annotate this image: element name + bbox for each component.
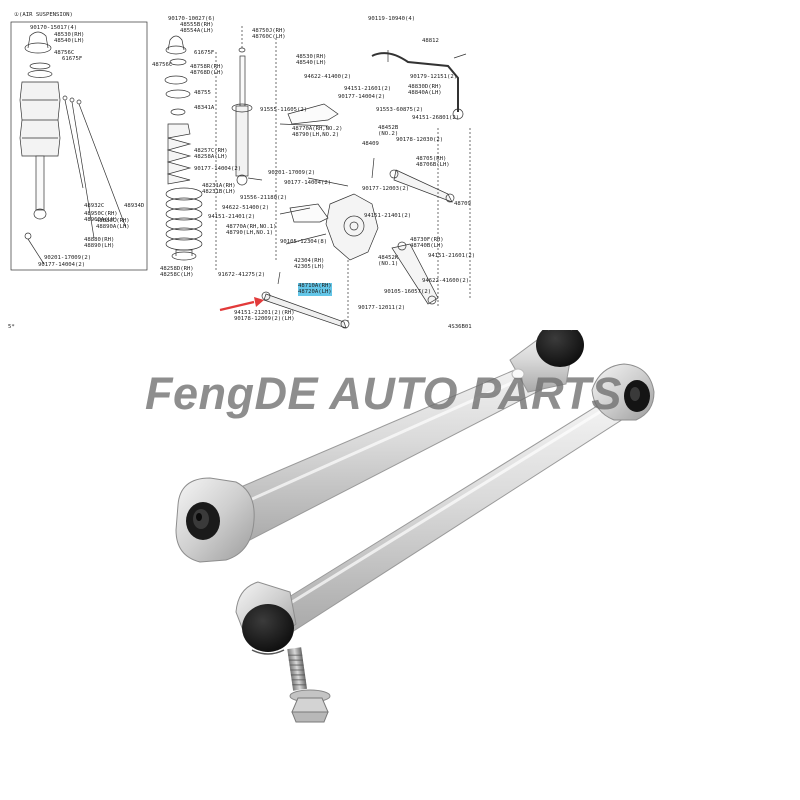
part-label: 48756C — [54, 50, 75, 56]
diagram-header: ①(AIR SUSPENSION) — [14, 12, 73, 18]
part-label: 48452K (NO.1) — [378, 255, 399, 268]
part-label: 94151-21601(2) — [344, 86, 392, 92]
part-label: 48555B(RH) 48554A(LH) — [180, 22, 214, 35]
part-label: 94151-21601(2) — [428, 253, 476, 259]
part-label: 48934D — [124, 203, 145, 209]
part-label: 90177-14004(2) — [38, 262, 86, 268]
part-label: 48756C — [152, 62, 173, 68]
part-label: 94622-51400(2) — [222, 205, 270, 211]
footnote: 5* — [8, 324, 15, 330]
part-label: 48830D(RH) 48840A(LH) — [408, 84, 442, 97]
control-arm-2 — [235, 363, 655, 723]
part-label: 48755 — [194, 90, 211, 96]
part-label: 48231A(RH) 48231B(LH) — [202, 183, 236, 196]
figure-code: 4S36B01 — [448, 324, 472, 330]
part-label: 90105-16057(2) — [384, 289, 432, 295]
part-label: 91555-11605(2) — [260, 107, 308, 113]
part-label: 48258D(RH) 48258C(LH) — [160, 266, 194, 279]
part-label: 90170-15017(4) — [30, 25, 78, 31]
part-label: 90179-12151(2) — [410, 74, 458, 80]
parts-diagram: ①(AIR SUSPENSION) 90170-15017(4) 48530(R… — [8, 8, 482, 334]
part-label: 48257C(RH) 48258A(LH) — [194, 148, 228, 161]
part-label: 48812 — [422, 38, 439, 44]
part-label: 90119-10940(4) — [368, 16, 416, 22]
watermark: FengDE AUTO PARTS — [145, 368, 622, 419]
part-label: 90177-12003(2) — [362, 186, 410, 192]
part-label: 48750J(RH) 48760C(LH) — [252, 28, 286, 41]
highlighted-part-label: 48710A(RH) 48720A(LH) — [298, 283, 332, 296]
part-label: 94151-26801(2) — [412, 115, 460, 121]
part-label: 61675F — [62, 56, 83, 62]
part-label: 90177-14004(2) — [338, 94, 386, 100]
part-label: 94151-21201(2)(RH) 90178-12009(2)(LH) — [234, 310, 295, 323]
red-arrow-icon — [219, 297, 264, 312]
part-label: 42304(RH) 42305(LH) — [294, 258, 325, 271]
part-label: 94151-21401(2) — [208, 214, 256, 220]
part-label: 48530(RH) 48540(LH) — [54, 32, 85, 45]
part-label: 48770A(RH,NO.1) 48790(LH,NO.1) — [226, 224, 277, 237]
part-label: 90177-12011(2) — [358, 305, 406, 311]
part-label: 94622-41400(2) — [304, 74, 352, 80]
part-label: 48880(RH) 48890(LH) — [84, 237, 115, 250]
part-label: 48770A(RH,NO.2) 48790(LH,NO.2) — [292, 126, 343, 139]
control-arm-1 — [175, 330, 584, 563]
part-label: 48880C(RH) 48890A(LH) — [96, 218, 130, 231]
part-label: 48705(RH) 48706B(LH) — [416, 156, 450, 169]
product-photo — [175, 330, 655, 723]
part-label: 91553-60875(2) — [376, 107, 424, 113]
part-label: 48409 — [362, 141, 379, 147]
air-suspension-inset — [10, 21, 148, 271]
part-label: 91556-21180(2) — [240, 195, 288, 201]
part-label: 48730F(RH) 48740B(LH) — [410, 237, 444, 250]
part-label: 90201-17009(2) — [268, 170, 316, 176]
part-label: 90105-12304(8) — [280, 239, 328, 245]
part-label: 61675F — [194, 50, 215, 56]
exploded-view-drawing — [10, 21, 471, 329]
part-label: 90170-10027(6) — [168, 16, 216, 22]
part-label: 90177-14004(2) — [194, 166, 242, 172]
part-label: 48452B (NO.2) — [378, 125, 399, 138]
part-label: 90201-17009(2) — [44, 255, 92, 261]
part-label: 48758R(RH) 48768D(LH) — [190, 64, 224, 77]
part-label: 90178-12030(2) — [396, 137, 444, 143]
part-label: 90177-14004(2) — [284, 180, 332, 186]
part-label: 48530(RH) 48540(LH) — [296, 54, 327, 67]
part-label: 94151-21401(2) — [364, 213, 412, 219]
part-label: 48932C — [84, 203, 105, 209]
part-label: 48709 — [454, 201, 471, 207]
part-label: 48950C(RH) 48960A(LH) — [84, 211, 118, 224]
part-label: 94622-41600(2) — [422, 278, 470, 284]
part-label: 91672-41275(2) — [218, 272, 266, 278]
part-label: 48341A — [194, 105, 215, 111]
